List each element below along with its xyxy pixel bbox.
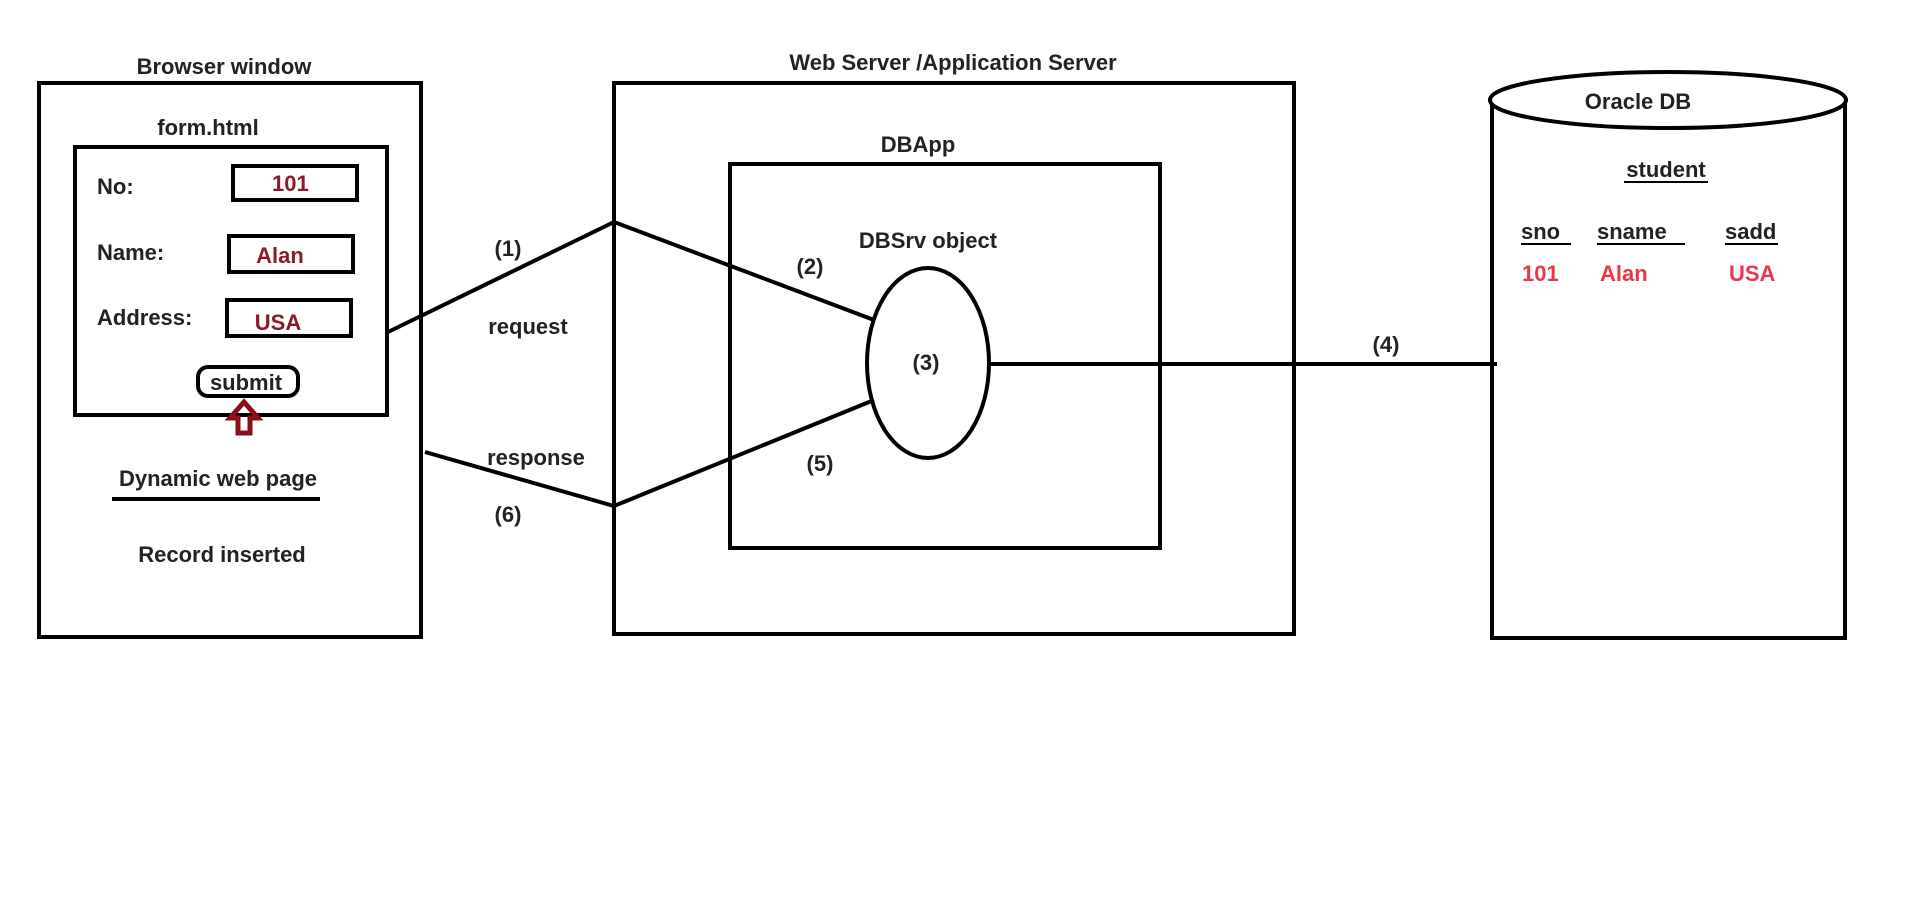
response-label: response <box>487 445 585 470</box>
submit-button[interactable] <box>196 365 300 398</box>
dynamic-page-title: Dynamic web page <box>119 466 317 491</box>
cell-sname: Alan <box>1600 261 1648 286</box>
database-cylinder <box>1490 98 1847 640</box>
browser-window-title: Browser window <box>137 54 313 79</box>
submit-label: submit <box>210 370 283 395</box>
field-input-no[interactable] <box>231 164 359 202</box>
step-6-label: (6) <box>495 502 522 527</box>
step-3-label: (3) <box>913 350 940 375</box>
database-top <box>1488 70 1848 130</box>
column-header-sno: sno <box>1521 219 1560 244</box>
field-value-address: USA <box>255 310 302 335</box>
request-line <box>387 219 875 334</box>
step-4-label: (4) <box>1373 332 1400 357</box>
field-label-name: Name: <box>97 240 164 265</box>
request-label: request <box>488 314 568 339</box>
up-arrow-icon <box>224 398 264 436</box>
step-5-label: (5) <box>807 451 834 476</box>
field-label-address: Address: <box>97 305 192 330</box>
step-2-label: (2) <box>797 254 824 279</box>
database-title: Oracle DB <box>1585 89 1691 114</box>
cell-sno: 101 <box>1522 261 1559 286</box>
column-header-sname: sname <box>1597 219 1667 244</box>
dbapp-box <box>728 162 1162 550</box>
table-name: student <box>1626 157 1706 182</box>
web-server-box <box>612 81 1296 636</box>
column-header-sadd: sadd <box>1725 219 1776 244</box>
field-input-address[interactable] <box>225 298 353 338</box>
browser-window <box>37 81 423 639</box>
field-value-name: Alan <box>256 243 304 268</box>
app-title: DBApp <box>881 132 956 157</box>
form-title: form.html <box>157 115 258 140</box>
server-title: Web Server /Application Server <box>789 50 1117 75</box>
response-line <box>424 398 875 509</box>
cell-sadd: USA <box>1729 261 1776 286</box>
field-label-no: No: <box>97 174 134 199</box>
field-value-no: 101 <box>272 171 309 196</box>
object-label: DBSrv object <box>859 228 998 253</box>
result-text: Record inserted <box>138 542 306 567</box>
step-1-label: (1) <box>495 236 522 261</box>
field-input-name[interactable] <box>227 234 355 274</box>
